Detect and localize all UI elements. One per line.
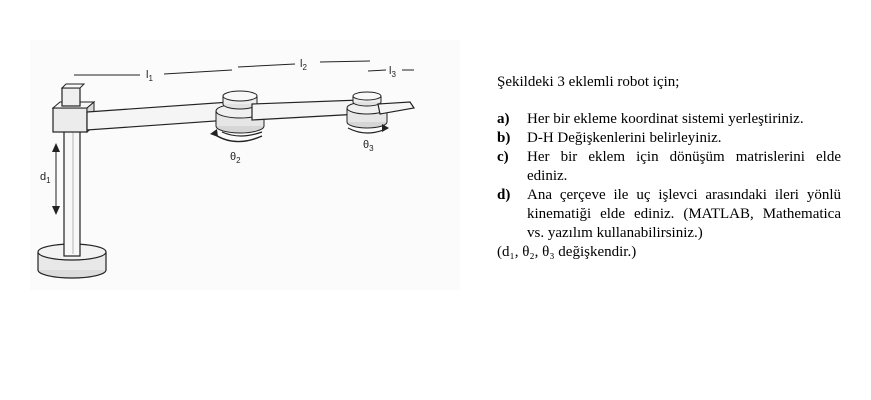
item-body: Her bir eklem için dönüşüm matrislerini …: [527, 149, 841, 184]
label-l2: l2: [300, 58, 307, 72]
question-item-b: b) D-H Değişkenlerini belirleyiniz.: [497, 129, 841, 148]
label-l1: l1: [146, 69, 153, 83]
label-theta3: θ3: [363, 139, 374, 153]
item-body: Ana çerçeve ile uç işlevci arasındaki il…: [527, 187, 841, 241]
item-body: D-H Değişkenlerini belirleyiniz.: [527, 130, 722, 146]
label-l3: l3: [389, 65, 396, 79]
robot-figure: l1 l2 l3 d1 θ2 θ3: [0, 0, 480, 300]
dimension-lines: [52, 60, 414, 215]
item-letter: a): [497, 111, 510, 127]
item-letter: c): [497, 149, 509, 165]
label-d1: d1: [40, 171, 51, 185]
link-3-arm: [377, 101, 416, 115]
question-item-a: a) Her bir ekleme koordinat sistemi yerl…: [497, 110, 841, 129]
revolute-joint-3: [346, 91, 389, 134]
robot-column: [63, 129, 81, 257]
question-item-c: c) Her bir eklem için dönüşüm matrisleri…: [497, 148, 841, 186]
item-letter: b): [497, 130, 511, 146]
robot-drawing: l1 l2 l3 d1 θ2 θ3: [30, 40, 460, 290]
intro-line: Şekildeki 3 eklemli robot için;: [497, 74, 680, 90]
question-item-d: d) Ana çerçeve ile uç işlevci arasındaki…: [497, 186, 841, 243]
label-theta2: θ2: [230, 151, 241, 165]
footnote: (d₁, θ₂, θ₃ değişkendir.): [497, 244, 637, 260]
question-text: Şekildeki 3 eklemli robot için; a) Her b…: [497, 73, 841, 262]
item-body: Her bir ekleme koordinat sistemi yerleşt…: [527, 111, 804, 127]
item-letter: d): [497, 187, 511, 203]
